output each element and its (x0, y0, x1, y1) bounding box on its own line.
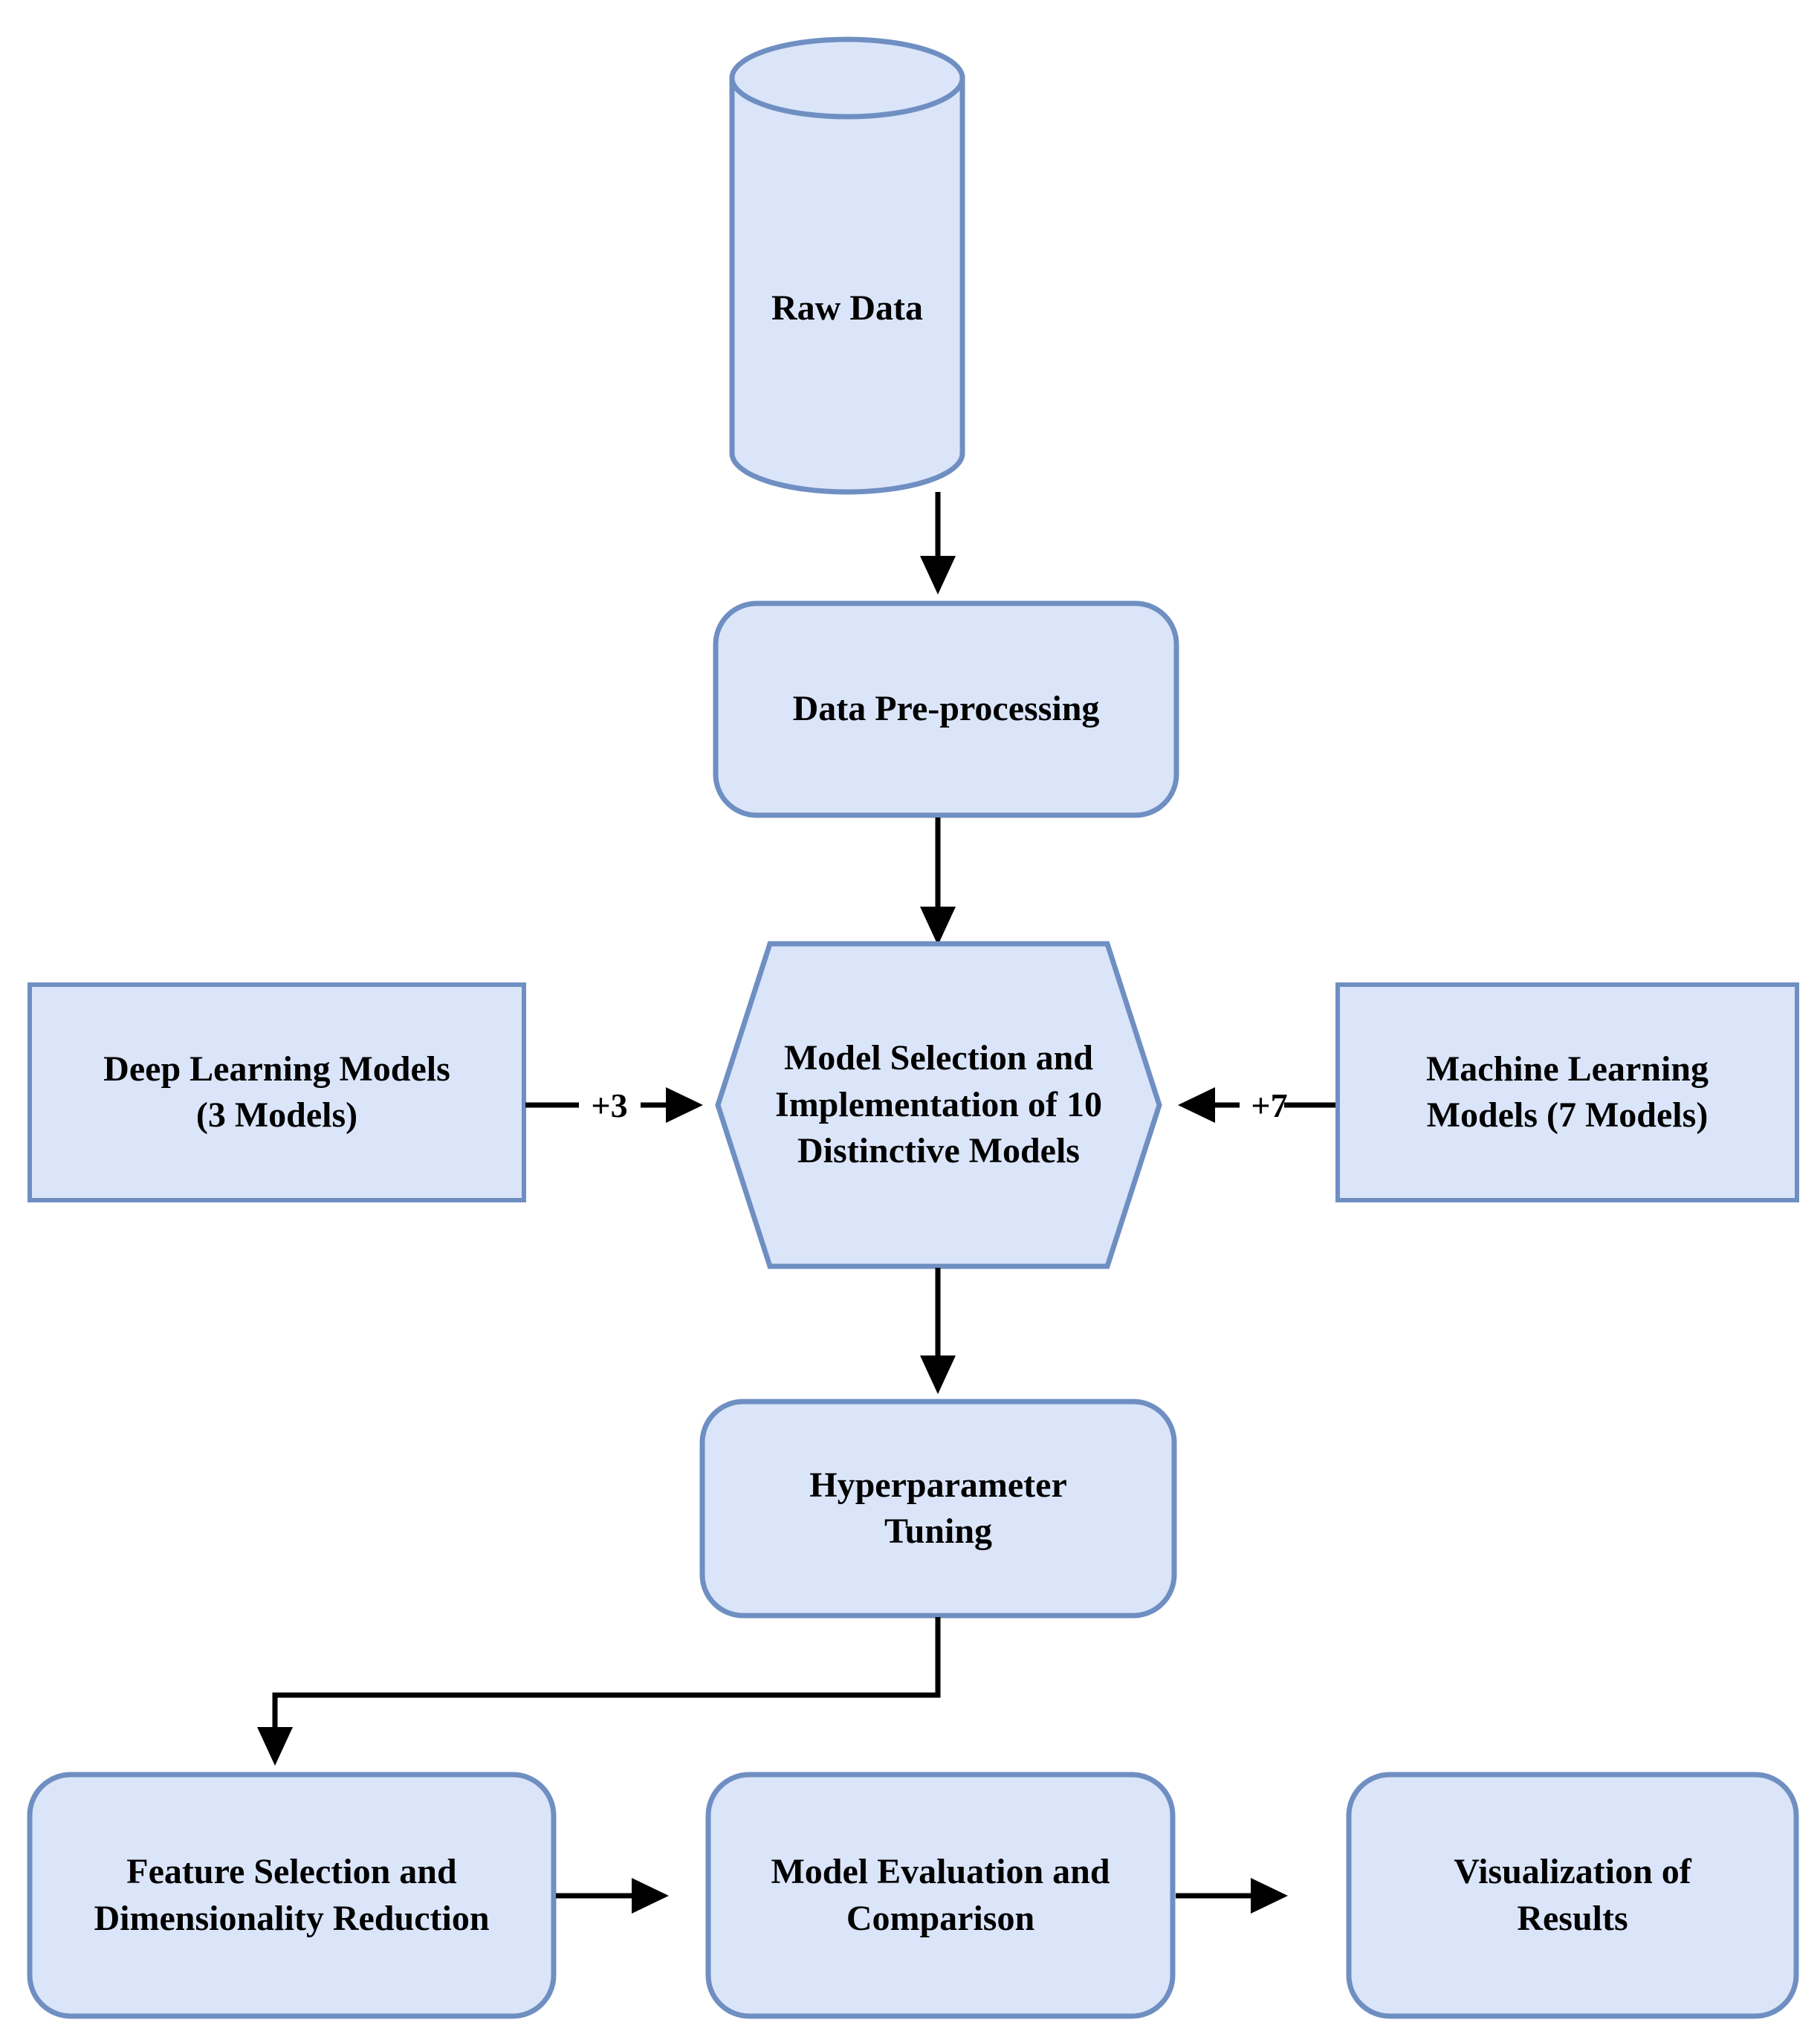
node-visualization[interactable] (1346, 1772, 1799, 2019)
node-deep-learning-models[interactable] (27, 982, 526, 1202)
node-machine-learning-models[interactable] (1335, 982, 1799, 1202)
node-model-evaluation[interactable] (705, 1772, 1176, 2019)
node-data-preprocessing[interactable] (713, 600, 1179, 818)
edge-deep-learning-to-model-selection (525, 1087, 703, 1123)
edge-raw-data-to-preprocessing (920, 492, 956, 595)
edge-machine-learning-to-model-selection (1178, 1087, 1336, 1123)
edge-hyperparameter-to-feature-selection (257, 1617, 941, 1766)
node-feature-selection[interactable] (27, 1772, 557, 2019)
edge-preprocessing-to-model-selection (920, 817, 956, 945)
edge-model-evaluation-to-visualization (1176, 1878, 1288, 1914)
node-hyperparameter-tuning[interactable] (699, 1399, 1177, 1619)
edge-model-selection-to-hyperparameter (920, 1268, 956, 1394)
node-raw-data[interactable] (729, 36, 965, 495)
edge-feature-selection-to-model-evaluation (556, 1878, 669, 1914)
node-model-selection[interactable] (715, 941, 1162, 1269)
